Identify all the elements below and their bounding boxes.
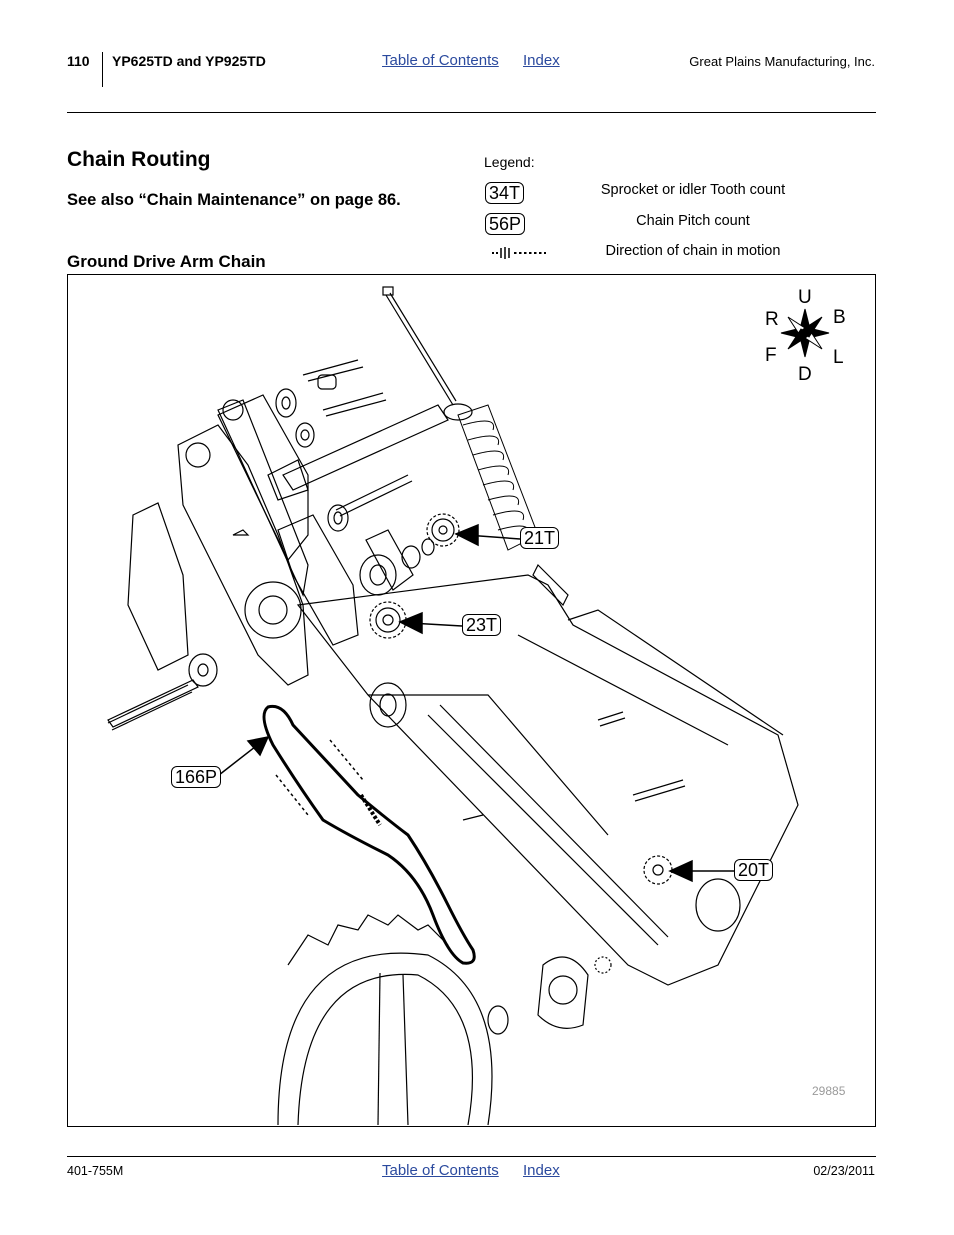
legend-pitch-count-symbol: 56P [485,213,526,235]
revision-date: 02/23/2011 [813,1164,875,1178]
document-number: 401-755M [67,1164,124,1178]
callout-21t: 21T [520,527,560,549]
exploded-view-drawing [107,286,830,1126]
legend-desc-pitch: Chain Pitch count [636,213,750,229]
direction-arrow-icon [490,245,548,266]
section-title: Chain Routing [67,148,211,171]
legend-tooth-count-symbol: 34T [485,182,525,204]
header-divider [102,52,103,87]
company-name: Great Plains Manufacturing, Inc. [689,54,875,69]
footer-rule [67,1156,876,1157]
compass-rose-icon [780,308,830,358]
compass-left-label: L [833,347,844,368]
callout-20t: 20T [734,859,774,881]
subheading: Ground Drive Arm Chain [67,252,266,271]
header-rule [67,112,876,113]
footer-index-link[interactable]: Index [523,1162,560,1179]
see-also-reference: See also “Chain Maintenance” on page 86. [67,191,401,209]
legend-label: Legend: [484,154,535,170]
chain-routing-figure: 21T 23T 166P 20T U R B F L D 29885 [67,274,876,1127]
compass-down-label: D [798,364,812,385]
callout-23t: 23T [462,614,502,636]
compass-front-label: F [765,345,777,366]
compass-rear-label: R [765,309,779,330]
callout-166p: 166P [171,766,222,788]
legend-desc-direction: Direction of chain in motion [605,243,781,259]
page-number: 110 [67,53,90,69]
figure-id: 29885 [812,1084,846,1098]
model-title: YP625TD and YP925TD [112,53,266,69]
header-toc-link[interactable]: Table of Contents [382,52,499,69]
header-index-link[interactable]: Index [523,52,560,69]
compass-back-label: B [833,307,846,328]
legend-desc-tooth: Sprocket or idler Tooth count [600,182,786,198]
compass-up-label: U [798,287,812,308]
footer-toc-link[interactable]: Table of Contents [382,1162,499,1179]
